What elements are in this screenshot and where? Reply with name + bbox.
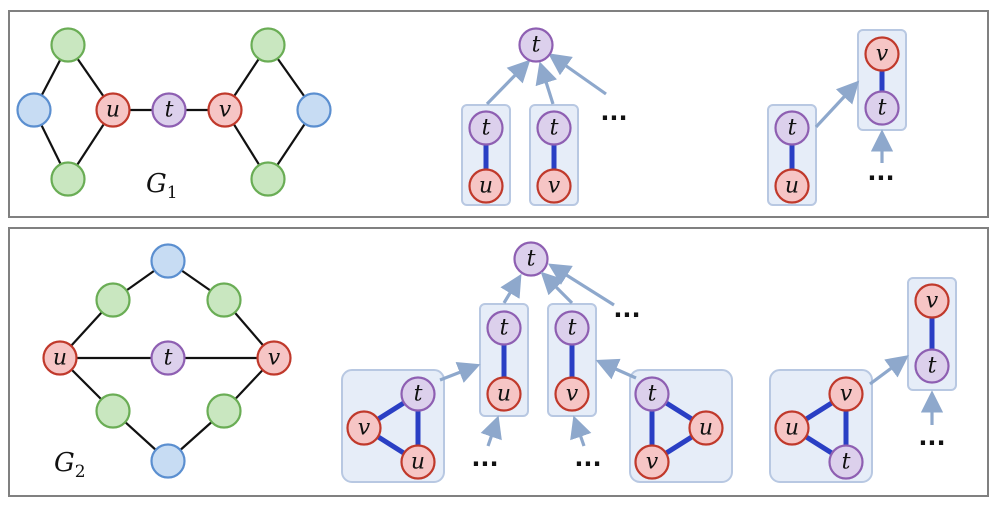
- p1-arrow-4: [814, 80, 860, 129]
- p2-tri-left-t: [400, 376, 436, 412]
- p1-tree1-box1-t: [468, 110, 504, 146]
- g1-graph-name: G1: [146, 169, 178, 203]
- p2-tree2-box-v-label: v: [926, 289, 939, 314]
- p2-tri2-u-label: u: [785, 416, 799, 441]
- p2-arrow-3: [547, 263, 615, 307]
- p1-tree1-box1-u: [468, 168, 504, 204]
- g2-node-t-label: t: [164, 346, 173, 371]
- g2-graph-name: G2: [54, 448, 86, 482]
- g1-node-green-top-left: [50, 27, 86, 63]
- p2-tri2-v: [828, 376, 864, 412]
- p2-tree1-ellipsis-right: ...: [574, 444, 601, 472]
- g1-node-blue-right: [296, 92, 332, 128]
- p1-tree2-box1-u: [774, 168, 810, 204]
- p1-arrow-3: [548, 53, 607, 96]
- g2-node-green-top-right: [206, 282, 242, 318]
- p2-tree1-box2-t-label: t: [568, 316, 577, 341]
- p2-arrow-6: [480, 415, 502, 447]
- p1-tree1-ellipsis: ...: [600, 98, 627, 126]
- g1-node-t-label: t: [165, 98, 174, 123]
- p1-tree2-box2-v-label: v: [876, 42, 889, 67]
- p1-tree1-box2-t: [536, 110, 572, 146]
- p1-tree1-box1-u-label: u: [479, 174, 493, 199]
- p2-tree1-box1-u-label: u: [497, 382, 511, 407]
- p2-tree1-box2-v-label: v: [566, 382, 579, 407]
- p2-arrow-8: [869, 355, 909, 386]
- p1-tree2-box1-u-label: u: [785, 174, 799, 199]
- g2-node-green-top-left: [95, 282, 131, 318]
- g2-node-v-label: v: [268, 346, 281, 371]
- p2-tri-right-v: [634, 444, 670, 480]
- p1-tree1-box2-t-label: t: [550, 116, 559, 141]
- p1-tree1-box2-v-label: v: [548, 174, 561, 199]
- p2-tri2-t-label: t: [842, 450, 851, 475]
- p2-tri2-v-label: v: [840, 382, 853, 407]
- g1-node-v-label: v: [219, 98, 232, 123]
- p2-arrow-5: [595, 358, 637, 380]
- g1-node-green-bottom-left: [50, 161, 86, 197]
- p1-tree2-box2-v: [864, 36, 900, 72]
- p2-tri-right-t: [634, 376, 670, 412]
- p2-tree2-box-t-label: t: [928, 354, 937, 379]
- g1-node-green-bottom-right: [250, 161, 286, 197]
- p2-arrow-4: [439, 361, 481, 383]
- g2-node-green-bottom-left: [95, 393, 131, 429]
- p2-tree1-box1-t: [486, 310, 522, 346]
- p1-tree1-box2-v: [536, 168, 572, 204]
- p2-tree1-box1-u: [486, 376, 522, 412]
- p1-arrow-2: [535, 61, 557, 105]
- g1-node-blue-left: [16, 92, 52, 128]
- p2-tree2-ellipsis: ...: [918, 423, 945, 451]
- p2-tri-left-u: [400, 444, 436, 480]
- p2-tree1-root-t-label: t: [527, 247, 536, 272]
- g2-node-v: [256, 340, 292, 376]
- p1-tree2-box1-t-label: t: [788, 116, 797, 141]
- p1-tree1-box1-t-label: t: [482, 116, 491, 141]
- p2-tree1-ellipsis-left: ...: [471, 444, 498, 472]
- p1-tree2-box1-t: [774, 110, 810, 146]
- g1-node-v: [207, 92, 243, 128]
- g1-node-t: [151, 92, 187, 128]
- p2-tri-left-t-label: t: [414, 382, 423, 407]
- p2-tree2-box-t: [914, 348, 950, 384]
- g2-node-blue-top: [150, 243, 186, 279]
- p2-tree1-box2-v: [554, 376, 590, 412]
- g2-node-t: [150, 340, 186, 376]
- p2-tri2-u: [774, 410, 810, 446]
- p2-tree1-ellipsis-top: ...: [613, 295, 640, 323]
- p2-tri-right-u-label: u: [699, 416, 713, 441]
- g2-node-u-label: u: [53, 346, 67, 371]
- g2-node-u: [42, 340, 78, 376]
- p1-tree2-box2-t-label: t: [878, 96, 887, 121]
- p2-tree1-root-t: [513, 241, 549, 277]
- p1-tree1-root-t: [518, 27, 554, 63]
- p2-tri-left-v-label: v: [358, 416, 371, 441]
- p2-tri-left-v: [346, 410, 382, 446]
- g2-node-green-bottom-right: [206, 393, 242, 429]
- p1-arrow-1: [485, 59, 531, 106]
- p1-tree1-root-t-label: t: [532, 33, 541, 58]
- p2-arrow-7: [570, 415, 592, 447]
- p2-arrow-1: [500, 273, 522, 304]
- p2-tri-left-u-label: u: [411, 450, 425, 475]
- g1-node-u-label: u: [106, 98, 120, 123]
- g1-node-u: [95, 92, 131, 128]
- p2-tree1-box2-t: [554, 310, 590, 346]
- p2-tri2-t: [828, 444, 864, 480]
- p2-tri-right-v-label: v: [646, 450, 659, 475]
- p2-tree2-box-v: [914, 283, 950, 319]
- g1-node-green-top-right: [250, 27, 286, 63]
- p1-tree2-box2-t: [864, 90, 900, 126]
- p2-tree1-box1-t-label: t: [500, 316, 509, 341]
- p2-tri-right-t-label: t: [648, 382, 657, 407]
- p1-tree2-ellipsis: ...: [867, 158, 894, 186]
- g2-node-blue-bottom: [150, 443, 186, 479]
- p2-tri-right-u: [688, 410, 724, 446]
